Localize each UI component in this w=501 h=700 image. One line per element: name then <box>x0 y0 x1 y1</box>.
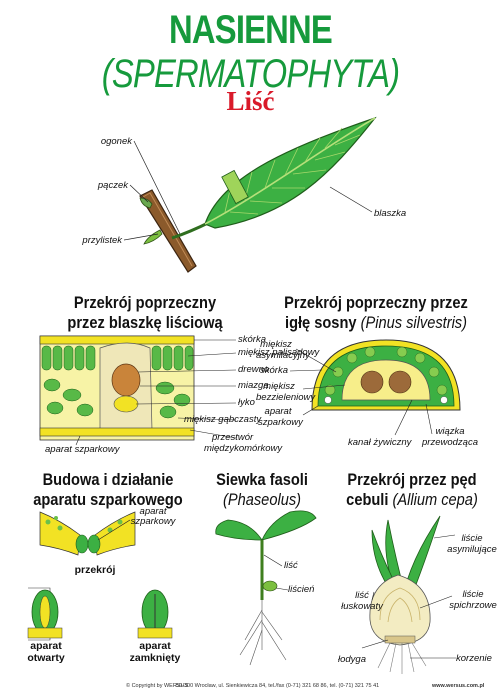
needle-label-6: szparkowy <box>258 417 303 428</box>
cross-leaf-label-5: miękisz gąbczasty <box>184 414 262 425</box>
cross-leaf-label-7: międzykomórkowy <box>204 443 283 454</box>
needle-label-2: skórka <box>260 365 288 376</box>
needle-label-canal: kanał żywiczny <box>348 437 412 448</box>
needle-label-0: miękisz <box>260 339 292 350</box>
heading-needle-latin: (Pinus silvestris) <box>360 313 467 332</box>
onion-label-lodyga: łodyga <box>338 654 366 665</box>
stomata-label-aparat-1: szparkowy <box>130 516 176 527</box>
needle-label-3: miękisz <box>263 381 295 392</box>
cross-leaf-label-1: miękisz palisadowy <box>238 347 320 358</box>
stomata-label-open-1: otwarty <box>27 652 65 664</box>
bean-label-0: liść <box>284 560 298 571</box>
heading-cross-leaf: Przekrój poprzeczny przez blaszkę liścio… <box>55 293 236 333</box>
footer-url: www.wersus.com.pl <box>432 683 485 689</box>
stomata-label-closed-1: zamknięty <box>129 652 181 664</box>
heading-needle-line2: igłę sosny <box>285 313 357 332</box>
footer: © Copyright by WERSUS 50-300 Wrocław, ul… <box>0 679 501 693</box>
stomata-label-section: przekrój <box>74 564 116 576</box>
heading-bean-line1: Siewka fasoli <box>216 470 308 489</box>
footer-address: 50-300 Wrocław, ul. Sienkiewicza 84, tel… <box>176 683 380 689</box>
cross-leaf-label-2: drewno <box>238 364 270 375</box>
cross-leaf-label-0: skórka <box>238 334 266 345</box>
cross-leaf-label-3: miazga <box>238 380 269 391</box>
heading-bean: Siewka fasoli (Phaseolus) <box>209 470 316 510</box>
heading-onion-line1: Przekrój przez pęd <box>347 470 477 489</box>
heading-cross-needle: Przekrój poprzeczny przez igłę sosny (Pi… <box>278 293 474 333</box>
heading-stomata: Budowa i działanie aparatu szparkowego <box>31 470 186 510</box>
heading-onion: Przekrój przez pęd cebuli (Allium cepa) <box>341 470 482 510</box>
onion-label-lusk-1: łuskowaty <box>341 601 383 612</box>
label-blaszka: blaszka <box>374 208 407 219</box>
heading-needle-line1: Przekrój poprzeczny przez <box>284 293 468 312</box>
heading-cross-leaf-line1: Przekrój poprzeczny <box>73 293 217 312</box>
needle-label-bundle-0: wiązka <box>435 426 465 437</box>
onion-label-spich-0: liście <box>462 589 484 600</box>
bean-label-1: liścień <box>288 584 315 595</box>
footer-copyright: © Copyright by WERSUS <box>126 683 189 689</box>
label-przylistek: przylistek <box>82 235 122 246</box>
cross-leaf-bottom-label: aparat szparkowy <box>45 444 120 455</box>
stomata-label-closed-0: aparat <box>139 640 171 652</box>
cross-leaf-label-6: przestwór <box>212 432 254 443</box>
title-latin: (SPERMATOPHYTA) <box>101 52 400 96</box>
heading-stomata-line1: Budowa i działanie <box>42 470 174 489</box>
page-subtitle: Liść <box>226 86 275 116</box>
cross-leaf-label-4: łyko <box>238 397 255 408</box>
heading-onion-line2: cebuli <box>346 490 389 509</box>
onion-label-asym-1: asymilujące <box>447 544 497 555</box>
page-title: NASIENNE (SPERMATOPHYTA) <box>45 8 456 96</box>
heading-cross-leaf-line2: przez blaszkę liściową <box>67 313 223 332</box>
needle-label-5: aparat <box>264 406 292 417</box>
stomata-label-open-0: aparat <box>30 640 62 652</box>
onion-label-spich-1: spichrzowe <box>449 600 497 611</box>
heading-stomata-line2: aparatu szparkowego <box>33 490 183 509</box>
title-main: NASIENNE <box>169 8 333 52</box>
heading-onion-latin: (Allium cepa) <box>392 490 478 509</box>
needle-label-bundle-1: przewodząca <box>422 437 478 448</box>
heading-bean-line2: (Phaseolus) <box>222 490 302 509</box>
label-ogonek: ogonek <box>100 136 132 147</box>
onion-label-lusk-0: liść <box>355 590 369 601</box>
onion-label-korzenie: korzenie <box>456 653 492 664</box>
stomata-label-aparat-0: aparat <box>139 506 167 517</box>
label-paczek: pączek <box>97 180 128 191</box>
needle-label-4: bezzieleniowy <box>256 392 316 403</box>
needle-label-1: asymilacyjny <box>256 350 310 361</box>
onion-label-asym-0: liście <box>461 533 483 544</box>
